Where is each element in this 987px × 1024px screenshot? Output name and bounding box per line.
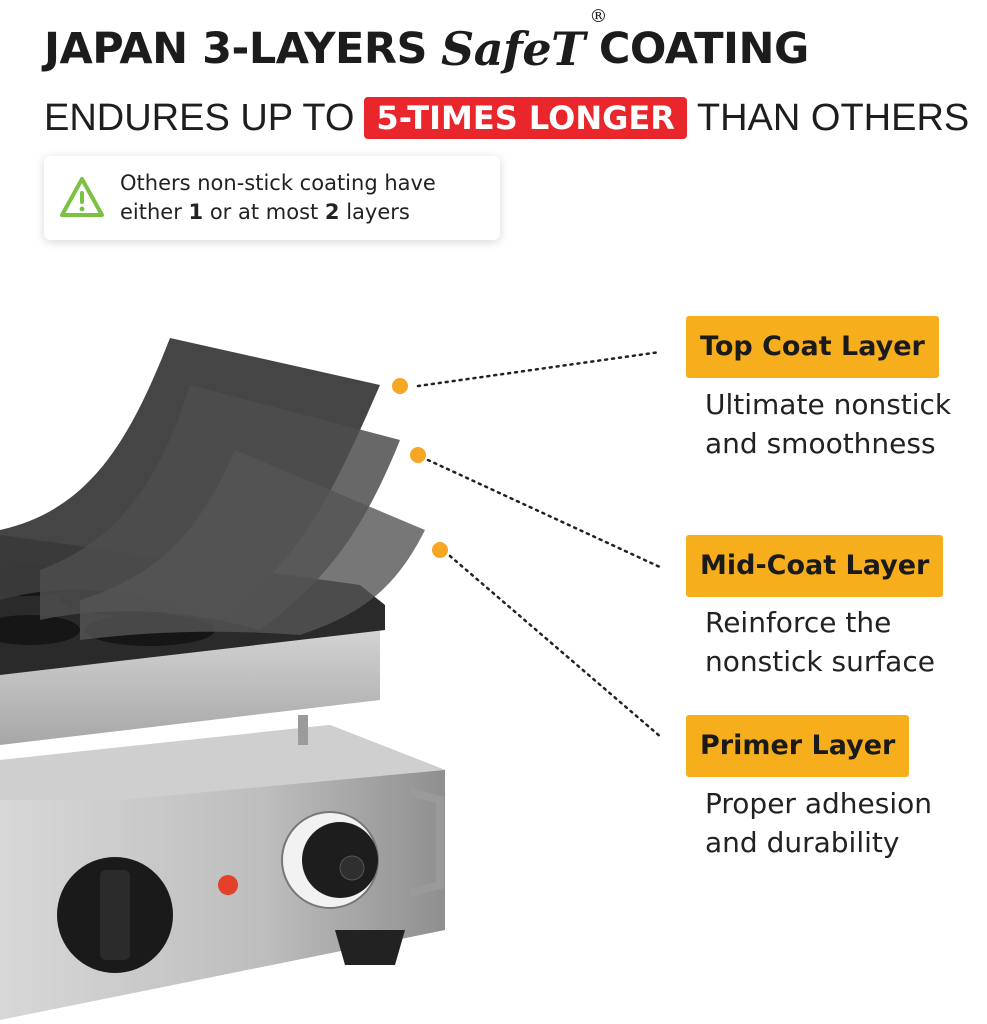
headline: JAPAN 3-LAYERS SafeT ® COATING	[44, 6, 974, 84]
comparison-note-card: Others non-stick coating have either 1 o…	[44, 156, 500, 240]
warning-triangle-icon	[60, 177, 104, 217]
primer-layer-tag: Primer Layer	[686, 715, 910, 777]
mid-coat-layer-tag: Mid-Coat Layer	[686, 535, 944, 597]
waffle-maker-illustration	[0, 338, 445, 1020]
brand-name: SafeT	[441, 22, 585, 76]
top-coat-layer-tag: Top Coat Layer	[686, 316, 939, 378]
note-text-part: or at most	[203, 200, 325, 224]
mid-coat-marker	[410, 447, 426, 463]
top-coat-marker	[392, 378, 408, 394]
primer-description: Proper adhesion and durability	[705, 784, 987, 862]
note-text-part: layers	[339, 200, 410, 224]
note-line-1: Others non-stick coating have	[120, 171, 436, 195]
brand-logo: SafeT ®	[441, 6, 607, 76]
note-text-part: either	[120, 200, 189, 224]
note-text: Others non-stick coating have either 1 o…	[120, 169, 436, 227]
registered-mark: ®	[589, 6, 607, 27]
subheadline-before: ENDURES UP TO	[44, 96, 355, 139]
note-line-2: either 1 or at most 2 layers	[120, 198, 436, 227]
primer-desc-line-2: and durability	[705, 826, 900, 859]
headline-prefix: JAPAN 3-LAYERS	[44, 24, 428, 74]
highlight-badge: 5-TIMES LONGER	[364, 97, 687, 139]
subheadline: ENDURES UP TO 5-TIMES LONGER THAN OTHERS	[44, 92, 984, 144]
mid-coat-description: Reinforce the nonstick surface	[705, 603, 987, 681]
primer-marker	[432, 542, 448, 558]
mid-coat-desc-line-2: nonstick surface	[705, 645, 935, 678]
note-count-two: 2	[324, 200, 340, 224]
top-coat-desc-line-1: Ultimate nonstick	[705, 388, 952, 421]
top-coat-description: Ultimate nonstick and smoothness	[705, 385, 987, 463]
primer-desc-line-1: Proper adhesion	[705, 787, 932, 820]
headline-suffix: COATING	[598, 24, 810, 74]
note-count-one: 1	[188, 200, 204, 224]
top-coat-desc-line-2: and smoothness	[705, 427, 936, 460]
mid-coat-desc-line-1: Reinforce the	[705, 606, 892, 639]
subheadline-after: THAN OTHERS	[696, 96, 970, 139]
